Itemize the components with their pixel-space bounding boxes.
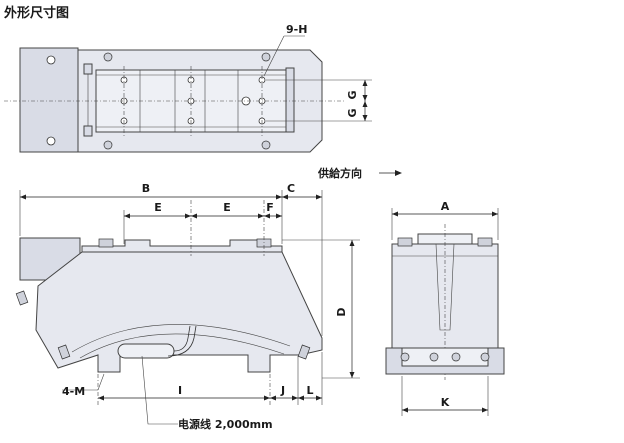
- side-bolt-1: [98, 238, 114, 248]
- top-view: G G 9-H: [4, 23, 372, 153]
- holes-label: 9-H: [286, 23, 307, 36]
- side-bolt-5: [297, 344, 311, 360]
- front-view: A K: [385, 200, 505, 416]
- dim-j: J: [280, 384, 285, 397]
- dim-b: B: [142, 182, 150, 195]
- front-base-bolt-2: [480, 352, 490, 362]
- dim-k: K: [441, 396, 450, 409]
- top-left-screw-2: [46, 136, 56, 146]
- coil-housing: [117, 343, 175, 359]
- dim-f: F: [266, 201, 274, 214]
- front-base-bolt-4: [451, 352, 461, 362]
- dim-l: L: [306, 384, 313, 397]
- dim-g-upper: G: [346, 90, 359, 99]
- top-left-screw-1: [46, 55, 56, 65]
- dim-e-1: E: [154, 201, 162, 214]
- dim-c: C: [287, 182, 295, 195]
- top-left-block: [19, 47, 79, 153]
- front-base-bolt-3: [429, 352, 439, 362]
- front-top-bolt-1: [397, 237, 413, 247]
- drawing-title: 外形尺寸图: [3, 5, 69, 21]
- side-bolt-3: [15, 290, 29, 306]
- front-top-bolt-2: [477, 237, 493, 247]
- cable-entry: [173, 325, 191, 352]
- side-main-body: [35, 251, 323, 373]
- dim-i: I: [178, 384, 182, 397]
- spring-arc: [71, 324, 291, 353]
- dim-g-lower: G: [346, 108, 359, 117]
- top-corner-bolt-4: [261, 140, 271, 150]
- top-corner-bolt-3: [103, 140, 113, 150]
- dim-a: A: [441, 200, 450, 213]
- side-view: B C E E F D I J L 4-: [15, 182, 360, 431]
- top-corner-bolt-2: [261, 52, 271, 62]
- cable-length-label: 电源线 2,000mm: [178, 417, 273, 431]
- side-bolt-4: [57, 344, 71, 360]
- front-base-bolt-1: [400, 352, 410, 362]
- dim-d: D: [335, 307, 348, 316]
- top-corner-bolt-1: [103, 52, 113, 62]
- dim-4m: 4-M: [62, 385, 85, 398]
- dim-e-2: E: [223, 201, 231, 214]
- feed-direction-label: 供給方向: [317, 166, 362, 180]
